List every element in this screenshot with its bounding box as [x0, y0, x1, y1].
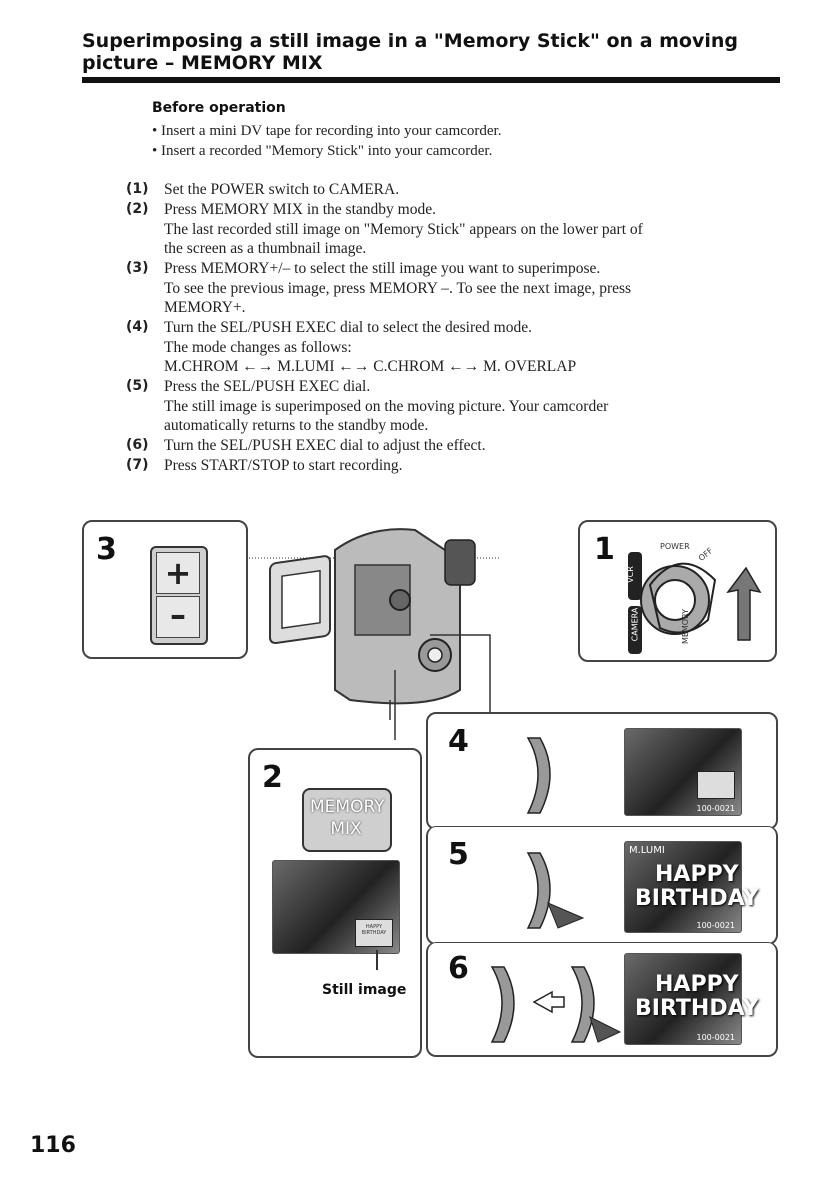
screen-adjusted: HAPPY BIRTHDAY 100-0021 — [624, 953, 758, 1045]
thumbnail-still-image — [697, 771, 735, 799]
step-4: (4) Turn the SEL/PUSH EXEC dial to selec… — [126, 318, 776, 377]
panel-step-1: 1 POWER OFF VCR CAMERA MEMORY — [578, 520, 777, 662]
panel-number: 2 — [262, 760, 283, 795]
steps-list: (1) Set the POWER switch to CAMERA. (2) … — [126, 180, 776, 476]
panel-number: 4 — [448, 724, 469, 759]
step-text: Press MEMORY MIX in the standby mode. — [164, 201, 436, 218]
step-text: To see the previous image, press MEMORY … — [164, 279, 632, 297]
file-number: 100-0021 — [696, 1033, 735, 1042]
list-item: Insert a mini DV tape for recording into… — [152, 121, 772, 141]
superimposed-text-happy: HAPPY — [655, 862, 739, 887]
superimposed-text-happy: HAPPY — [655, 972, 739, 997]
step-text: the screen as a thumbnail image. — [164, 240, 367, 257]
file-number: 100-0021 — [696, 804, 735, 813]
step-1: (1) Set the POWER switch to CAMERA. — [126, 180, 776, 200]
panel-step-3: 3 + – — [82, 520, 248, 659]
vcr-label: VCR — [625, 566, 635, 583]
dial-adjust-icon — [490, 966, 622, 1043]
file-number: 100-0021 — [696, 921, 735, 930]
step-text: Press START/STOP to start recording. — [164, 457, 403, 474]
screen-mode-select: 100-0021 — [624, 728, 742, 816]
camera-label: CAMERA — [630, 607, 640, 642]
step-2: (2) Press MEMORY MIX in the standby mode… — [126, 200, 776, 259]
panel-number: 1 — [594, 532, 615, 567]
title-rule — [82, 77, 780, 83]
step-number: (1) — [126, 181, 149, 197]
step-text: Set the POWER switch to CAMERA. — [164, 181, 400, 198]
step-6: (6) Turn the SEL/PUSH EXEC dial to adjus… — [126, 436, 776, 456]
still-image-caption: Still image — [322, 982, 407, 998]
dial-press-icon — [526, 852, 585, 929]
step-number: (7) — [126, 457, 149, 473]
step-text: The last recorded still image on "Memory… — [164, 220, 643, 238]
step-text: Press MEMORY+/– to select the still imag… — [164, 260, 601, 277]
step-text: automatically returns to the standby mod… — [164, 417, 429, 434]
minus-icon: – — [156, 596, 200, 638]
plus-icon: + — [156, 552, 200, 594]
list-item: Insert a recorded "Memory Stick" into yo… — [152, 141, 772, 161]
before-operation-list: Insert a mini DV tape for recording into… — [152, 121, 772, 161]
memory-mix-label: MEMORY MIX — [310, 797, 385, 839]
step-5: (5) Press the SEL/PUSH EXEC dial. The st… — [126, 377, 776, 436]
panel-step-5: 5 M.LUMI HAPPY BIRTHDAY 100-0021 — [426, 826, 778, 945]
step-7: (7) Press START/STOP to start recording. — [126, 456, 776, 476]
page-title: Superimposing a still image in a "Memory… — [82, 30, 739, 74]
panel-step-2: 2 MEMORY MIX HAPPY BIRTHDAY Still image — [248, 748, 422, 1058]
step-number: (6) — [126, 437, 149, 453]
callout-lines — [394, 634, 491, 740]
panel-step-4: 4 100-0021 — [426, 712, 778, 830]
step-number: (4) — [126, 319, 149, 335]
step-text: MEMORY+. — [164, 299, 246, 316]
power-label: POWER — [660, 542, 690, 551]
panel-step-6: 6 HAPPY BIRTHDAY 100-0021 — [426, 942, 778, 1057]
panel-number: 3 — [96, 532, 117, 567]
step-number: (5) — [126, 378, 149, 394]
panel-number: 5 — [448, 837, 469, 872]
camcorder-illustration — [240, 528, 500, 720]
step-text: Press the SEL/PUSH EXEC dial. — [164, 378, 371, 395]
memory-mix-button[interactable]: MEMORY MIX — [302, 788, 392, 852]
superimposed-text-birthday: BIRTHDAY — [635, 996, 759, 1021]
page-number: 116 — [30, 1133, 76, 1158]
power-switch-icon — [628, 552, 762, 654]
superimposed-text-birthday: BIRTHDAY — [635, 886, 759, 911]
screen-superimposed: M.LUMI HAPPY BIRTHDAY 100-0021 — [624, 841, 758, 933]
memory-label: MEMORY — [681, 608, 691, 645]
thumbnail-text: HAPPY BIRTHDAY — [361, 924, 387, 936]
dial-turn-icon — [526, 737, 551, 814]
step-text: M.CHROM ←→ M.LUMI ←→ C.CHROM ←→ M. OVERL… — [164, 358, 577, 375]
mode-indicator: M.LUMI — [629, 845, 665, 856]
step-3: (3) Press MEMORY+/– to select the still … — [126, 259, 776, 318]
step-text: The still image is superimposed on the m… — [164, 397, 609, 415]
before-operation-heading: Before operation — [152, 100, 286, 116]
step-text: Turn the SEL/PUSH EXEC dial to adjust th… — [164, 437, 486, 454]
screen-preview: HAPPY BIRTHDAY — [272, 860, 400, 954]
still-image-pointer — [376, 950, 378, 970]
panel-number: 6 — [448, 951, 469, 986]
step-text: Turn the SEL/PUSH EXEC dial to select th… — [164, 319, 532, 336]
step-number: (3) — [126, 260, 149, 276]
step-text: The mode changes as follows: — [164, 338, 352, 356]
memory-plus-minus-button[interactable]: + – — [150, 546, 208, 645]
thumbnail-still-image: HAPPY BIRTHDAY — [355, 919, 393, 947]
step-number: (2) — [126, 201, 149, 217]
